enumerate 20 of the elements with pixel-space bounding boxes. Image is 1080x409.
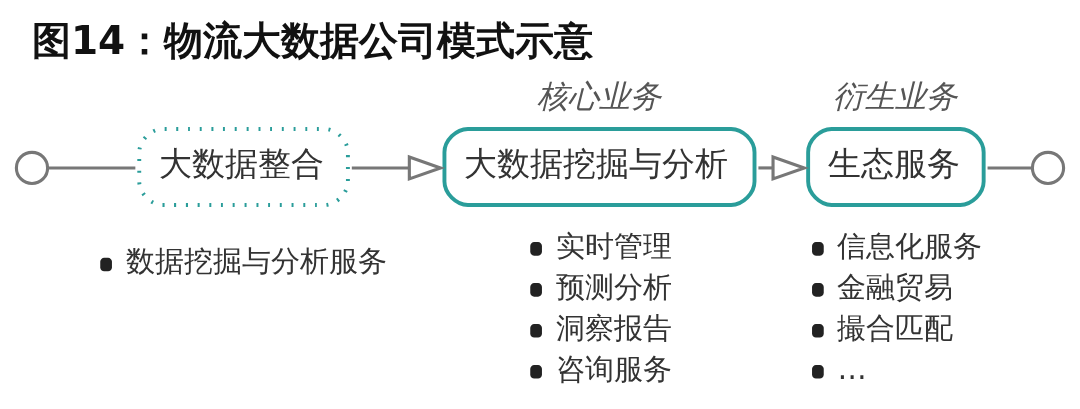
node-label: 撮合匹配 bbox=[837, 310, 954, 345]
arrow bbox=[351, 154, 446, 182]
node-box: 大数据整合 bbox=[137, 127, 350, 207]
node-label: 信息化服务 bbox=[837, 228, 983, 263]
node-label: 核心业务 bbox=[537, 78, 662, 115]
node-label: 咨询服务 bbox=[555, 351, 672, 386]
node-label: … bbox=[837, 351, 867, 386]
node-label: 洞察报告 bbox=[555, 310, 672, 345]
node-label: 金融贸易 bbox=[837, 269, 954, 304]
node-box: 大数据挖掘与分析 bbox=[442, 127, 757, 207]
node-label: 衍生业务 bbox=[833, 78, 958, 115]
connector bbox=[987, 166, 1032, 170]
node-label: 实时管理 bbox=[555, 228, 672, 263]
diagram-title: 图14：物流大数据公司模式示意 bbox=[31, 17, 594, 63]
node-label: 预测分析 bbox=[555, 269, 672, 304]
node-circle bbox=[14, 150, 50, 186]
node-box: 生态服务 bbox=[806, 127, 986, 207]
node-label: 数据挖掘与分析服务 bbox=[125, 244, 387, 279]
connector bbox=[47, 166, 136, 170]
node-circle bbox=[1030, 150, 1066, 186]
